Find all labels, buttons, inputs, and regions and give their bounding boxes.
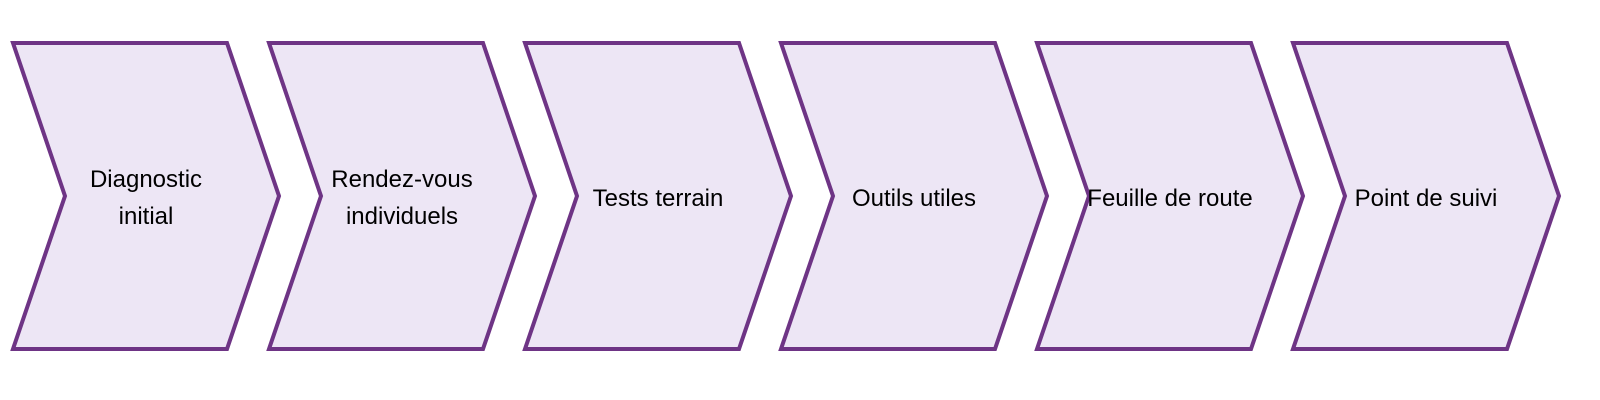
- step-label-6: Point de suivi: [1354, 184, 1498, 212]
- chevron-step-5: [1034, 41, 1306, 351]
- chevron-step-4: [778, 41, 1050, 351]
- chevron-step-6: [1290, 41, 1562, 351]
- step-label-5: Feuille de route: [1087, 184, 1253, 212]
- step-label-2: Rendez-vous individuels: [331, 166, 473, 230]
- step-label-3: Tests terrain: [592, 184, 724, 212]
- chevron-step-1: [10, 41, 282, 351]
- step-label-1: Diagnostic initial: [89, 166, 203, 230]
- chevron-step-3: [522, 41, 794, 351]
- step-label-4: Outils utiles: [851, 184, 977, 212]
- chevron-step-2: [266, 41, 538, 351]
